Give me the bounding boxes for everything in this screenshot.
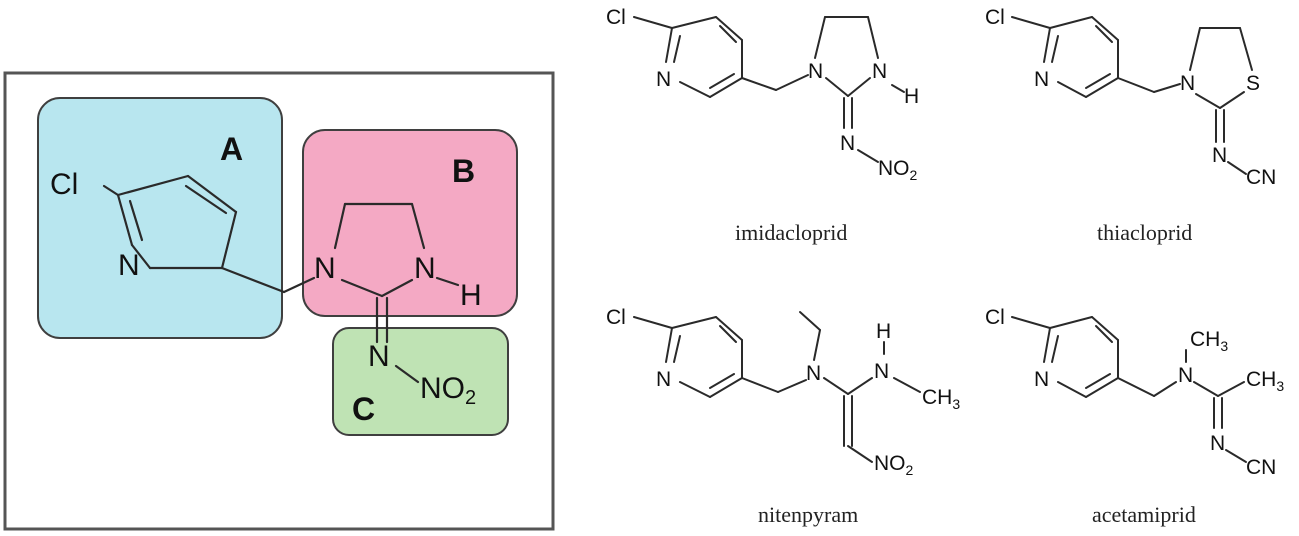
compound-nitenpyram: Cl N N H N CH3 NO2 nitenpyram bbox=[606, 306, 960, 527]
overview-n-ring: N bbox=[118, 249, 140, 282]
compound-acetamiprid: Cl N N CH3 CH3 N CN acetamiprid bbox=[985, 306, 1284, 527]
imidacloprid-cl: Cl bbox=[606, 6, 626, 29]
imidacloprid-n-imine: N bbox=[840, 132, 855, 155]
imidacloprid-n-ring: N bbox=[656, 68, 671, 91]
thiacloprid-s: S bbox=[1246, 72, 1260, 95]
overview-frame bbox=[3, 71, 555, 531]
acetamiprid-cn: CN bbox=[1246, 456, 1276, 479]
overview-n-imine: N bbox=[368, 340, 390, 373]
region-c-label: C bbox=[352, 391, 375, 427]
overview-cl: Cl bbox=[50, 168, 78, 201]
nitenpyram-n1: N bbox=[806, 362, 821, 385]
overview-n2: N bbox=[414, 252, 436, 285]
acetamiprid-name: acetamiprid bbox=[1092, 502, 1196, 527]
region-b-label: B bbox=[452, 153, 475, 189]
acetamiprid-cl: Cl bbox=[985, 306, 1005, 329]
nitenpyram-cl: Cl bbox=[606, 306, 626, 329]
region-c-box bbox=[332, 327, 509, 436]
nitenpyram-no2: NO2 bbox=[874, 452, 914, 478]
thiacloprid-n-ring: N bbox=[1034, 68, 1049, 91]
overview-panel: A B C Cl N bbox=[3, 71, 555, 531]
thiacloprid-n-imine: N bbox=[1212, 144, 1227, 167]
pyridine-ring bbox=[102, 174, 316, 294]
nitenpyram-n2: N bbox=[874, 360, 889, 383]
thiacloprid-cn: CN bbox=[1246, 166, 1276, 189]
region-a-box bbox=[37, 97, 283, 339]
thiacloprid-n1: N bbox=[1180, 72, 1195, 95]
acetamiprid-ch3-right: CH3 bbox=[1246, 368, 1284, 394]
thiacloprid-name: thiacloprid bbox=[1097, 220, 1192, 245]
acetamiprid-n-imine: N bbox=[1210, 432, 1225, 455]
nitenpyram-n-ring: N bbox=[656, 368, 671, 391]
acetamiprid-n1: N bbox=[1178, 364, 1193, 387]
compound-imidacloprid: Cl N N N H N NO2 imidacloprid bbox=[606, 6, 919, 245]
acetamiprid-n-ring: N bbox=[1034, 368, 1049, 391]
nitenpyram-name: nitenpyram bbox=[758, 502, 858, 527]
overview-n1: N bbox=[314, 252, 336, 285]
imidacloprid-no2: NO2 bbox=[878, 157, 918, 183]
acetamiprid-ch3-top: CH3 bbox=[1190, 328, 1228, 354]
compound-thiacloprid: Cl N N S N CN thiacloprid bbox=[985, 6, 1276, 245]
region-a-label: A bbox=[220, 131, 243, 167]
imidacloprid-name: imidacloprid bbox=[735, 220, 847, 245]
overview-no2: NO2 bbox=[420, 372, 476, 409]
imidacloprid-n2: N bbox=[872, 60, 887, 83]
imidacloprid-h: H bbox=[904, 85, 919, 108]
nitenpyram-h: H bbox=[876, 320, 891, 343]
thiacloprid-cl: Cl bbox=[985, 6, 1005, 29]
nitenpyram-ch3: CH3 bbox=[922, 386, 960, 412]
imidazolidine-ring bbox=[333, 202, 460, 384]
region-b-box bbox=[302, 129, 518, 317]
imidacloprid-n1: N bbox=[808, 60, 823, 83]
overview-h: H bbox=[460, 279, 482, 312]
